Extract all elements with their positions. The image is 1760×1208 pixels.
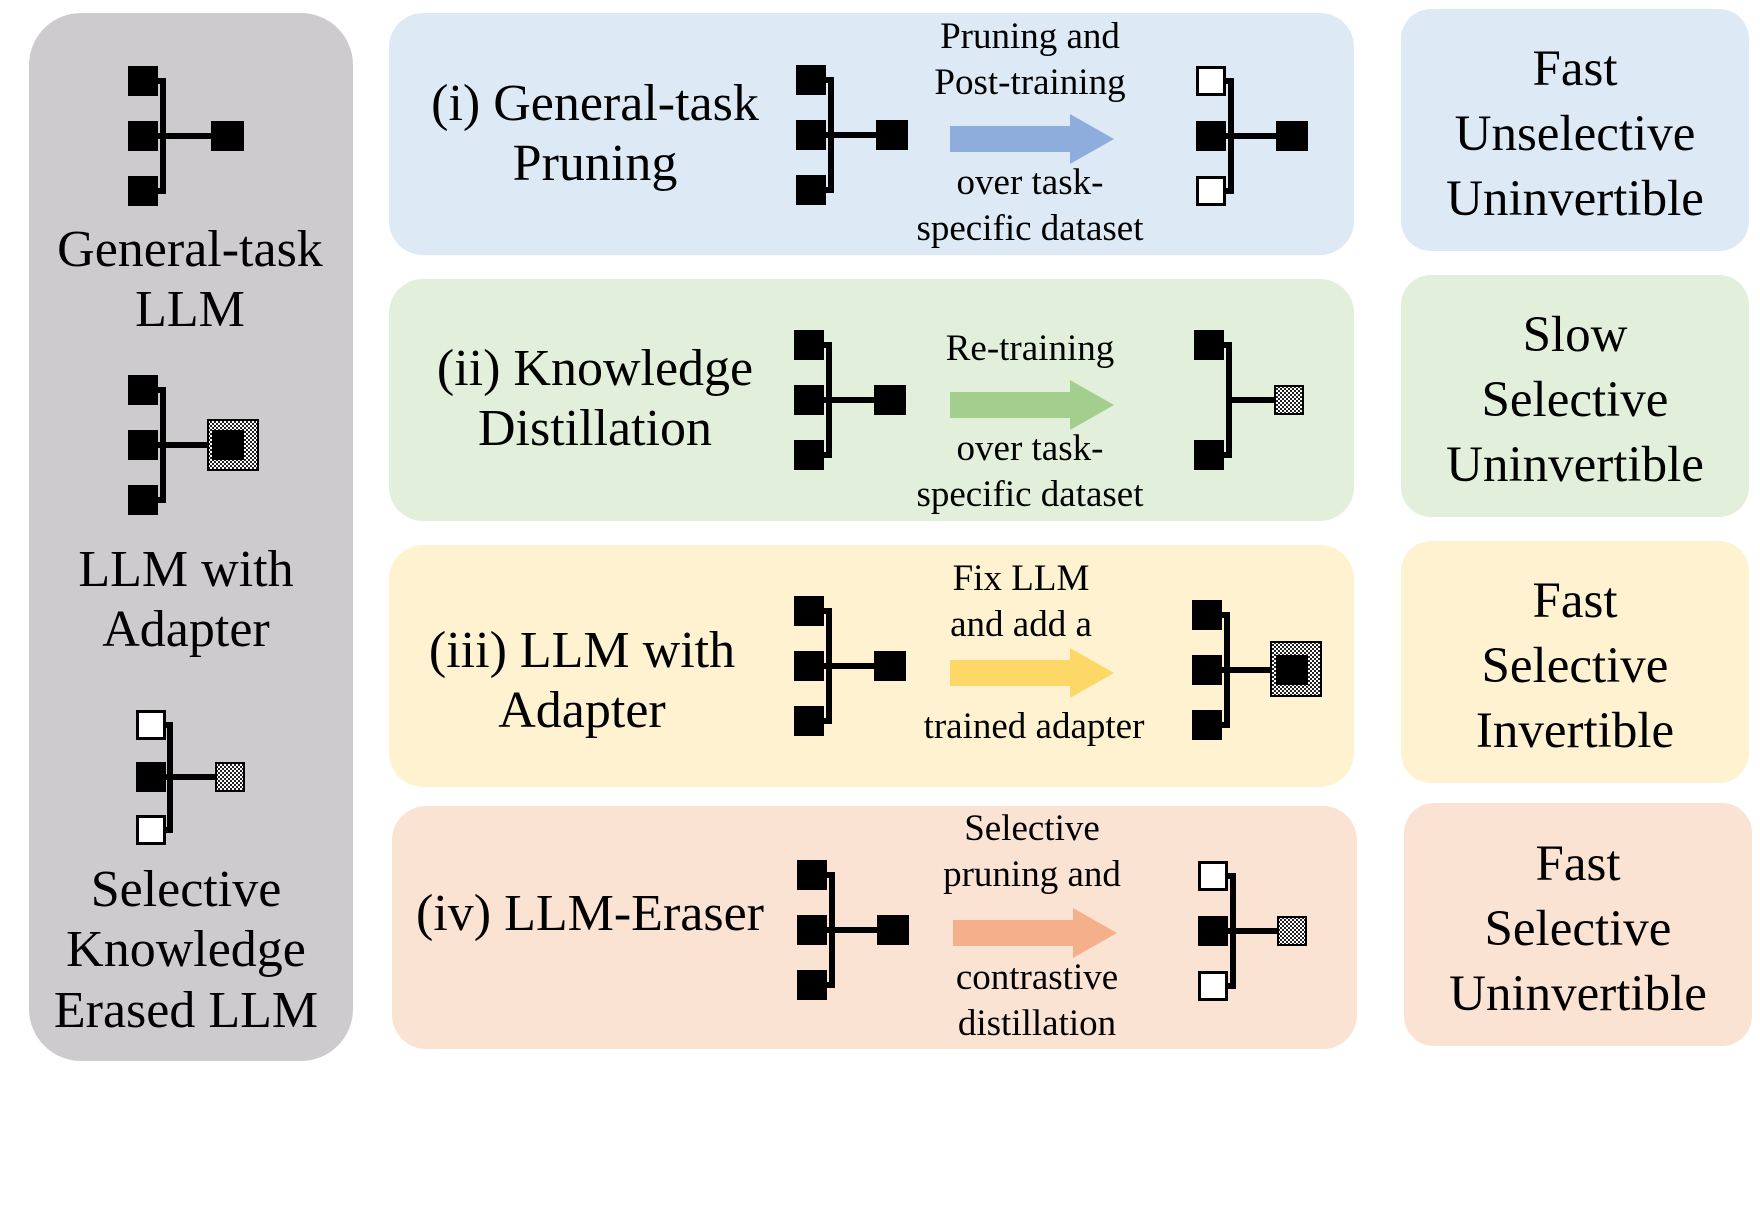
legend-label-general-llm: General-task LLM [40,220,340,341]
property-box-llm-adapter [1401,541,1749,783]
legend-label-line: LLM with [78,541,294,598]
property-text-llm-eraser: Fast Selective Uninvertible [1404,832,1752,1026]
legend-panel [29,13,353,1061]
source-llm-icon [797,860,909,1000]
arrow-top-text-distillation: Re-training [880,326,1180,372]
arrow-text-line: pruning and [943,853,1121,895]
pruned-llm-icon [1196,66,1308,206]
property-line: Selective [1484,900,1672,957]
property-text-general-pruning: Fast Unselective Uninvertible [1401,37,1749,231]
method-label-line: Pruning [512,135,678,193]
method-label-line: Distillation [478,400,712,458]
arrow-top-text-pruning: Pruning and Post-training [880,14,1180,106]
method-label-llm-eraser: (iv) LLM-Eraser [400,884,780,944]
property-line: Fast [1532,573,1618,629]
legend-label-line: Adapter [102,601,270,659]
arrow-top-text-adapter: Fix LLM and add a [871,556,1171,648]
method-label-llm-adapter: (iii) LLM with Adapter [392,621,772,742]
arrow-text-line: Fix LLM [952,558,1090,599]
llm-adapter-icon [1192,600,1322,740]
method-label-general-pruning: (i) General-task Pruning [405,74,785,195]
legend-label-line: General-task [57,221,323,278]
property-text-knowledge-distillation: Slow Selective Uninvertible [1401,303,1749,497]
arrow-text-line: over task- [956,428,1104,469]
method-label-line: (iii) LLM with [428,622,736,679]
property-line: Unselective [1454,105,1696,162]
distilled-llm-icon [1194,330,1304,470]
legend-label-line: Selective [90,861,282,918]
property-line: Fast [1535,836,1621,892]
legend-label-line: Knowledge [66,921,306,979]
arrow-bottom-text-adapter: trained adapter [884,704,1184,750]
arrow-text-line: Selective [964,808,1100,849]
source-llm-icon [796,65,908,205]
property-box-general-pruning [1401,9,1749,251]
erased-llm-icon [136,710,245,845]
right-arrow-icon [950,114,1114,164]
method-label-line: (iv) LLM-Eraser [416,885,764,942]
arrow-text-line: over task- [956,162,1104,203]
arrow-text-line: Pruning and [940,16,1120,57]
property-line: Invertible [1475,702,1675,759]
property-line: Fast [1532,41,1618,97]
right-arrow-icon [950,648,1114,698]
arrow-bottom-text-pruning: over task- specific dataset [880,160,1180,252]
property-text-llm-adapter: Fast Selective Invertible [1401,569,1749,763]
source-llm-icon [794,596,906,736]
legend-label-llm-adapter: LLM with Adapter [36,540,336,661]
property-line: Selective [1481,371,1669,428]
legend-label-line: LLM [135,281,245,339]
arrow-text-line: Re-training [945,328,1115,369]
llm-adapter-icon [128,375,259,515]
method-label-knowledge-distillation: (ii) Knowledge Distillation [405,339,785,460]
full-llm-icon [128,66,244,206]
source-llm-icon [794,330,906,470]
arrow-bottom-text-distillation: over task- specific dataset [880,426,1180,518]
method-label-line: (i) General-task [431,75,759,132]
arrow-text-line: and add a [950,603,1092,645]
property-box-knowledge-distillation [1401,275,1749,517]
property-line: Uninvertible [1446,170,1704,227]
arrow-text-line: specific dataset [916,207,1144,249]
method-label-line: Adapter [498,682,666,740]
right-arrow-icon [950,380,1114,430]
arrow-top-text-eraser: Selective pruning and [882,806,1182,898]
property-line: Slow [1522,307,1628,363]
property-box-llm-eraser [1404,803,1752,1046]
right-arrow-icon [953,908,1117,958]
arrow-text-line: specific dataset [916,473,1144,515]
property-line: Uninvertible [1446,436,1704,493]
legend-label-line: Erased LLM [53,981,319,1039]
erased-llm-icon [1198,861,1307,1001]
arrow-bottom-text-eraser: contrastive distillation [887,955,1187,1047]
arrow-text-line: Post-training [934,61,1126,103]
arrow-text-line: trained adapter [923,706,1145,747]
legend-label-erased-llm: Selective Knowledge Erased LLM [36,860,336,1041]
arrow-text-line: contrastive [955,957,1119,998]
method-label-line: (ii) Knowledge [436,340,754,397]
arrow-text-line: distillation [957,1002,1117,1044]
property-line: Uninvertible [1449,965,1707,1022]
property-line: Selective [1481,637,1669,694]
